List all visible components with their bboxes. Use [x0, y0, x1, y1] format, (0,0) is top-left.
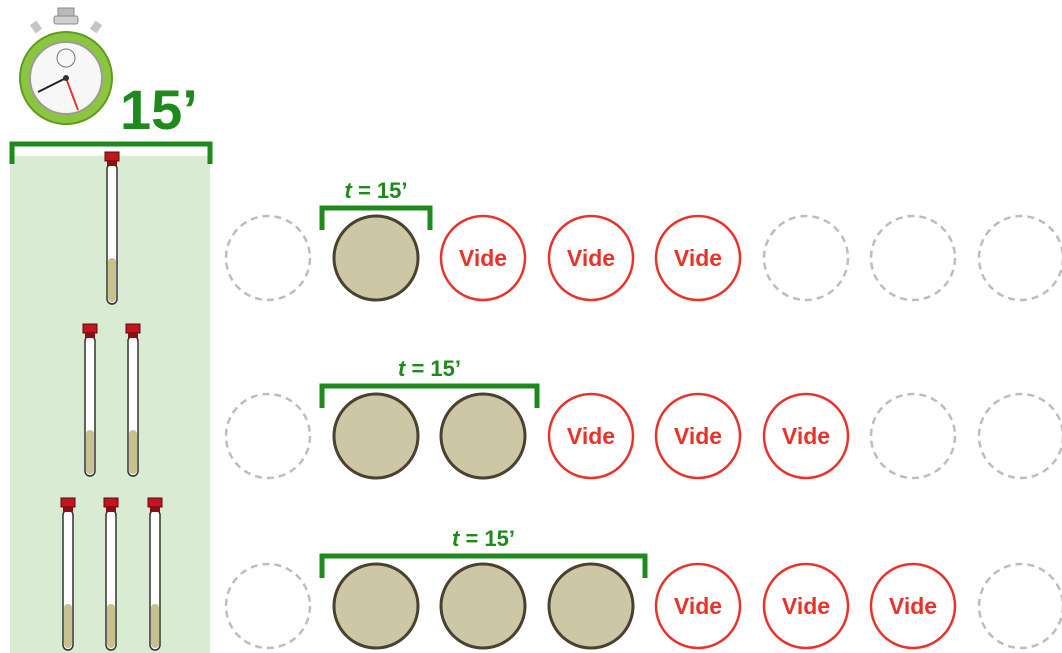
vide-label: Vide	[567, 245, 615, 271]
time-bracket	[319, 383, 540, 408]
panel-bracket	[9, 141, 213, 164]
sample-well	[439, 562, 527, 650]
empty-slot	[224, 562, 312, 650]
empty-slot	[869, 392, 957, 480]
vide-label: Vide	[889, 593, 937, 619]
empty-slot	[977, 214, 1062, 302]
time-label: t = 15’	[398, 356, 461, 381]
empty-slot	[224, 392, 312, 480]
vide-well	[762, 562, 850, 650]
vide-well	[654, 562, 742, 650]
sample-well	[332, 214, 420, 302]
time-label: t = 15’	[345, 178, 408, 203]
stopwatch-icon	[19, 7, 113, 125]
empty-slot	[977, 392, 1062, 480]
empty-slot	[224, 214, 312, 302]
sample-well	[332, 392, 420, 480]
vide-label: Vide	[674, 423, 722, 449]
vide-label: Vide	[459, 245, 507, 271]
test-tube-icon	[60, 497, 76, 651]
vide-label: Vide	[674, 245, 722, 271]
vide-well	[547, 392, 635, 480]
time-bracket	[319, 553, 648, 578]
test-tube-icon	[125, 323, 141, 477]
vide-label: Vide	[782, 423, 830, 449]
test-tube-icon	[82, 323, 98, 477]
sample-well	[332, 562, 420, 650]
vide-well	[439, 214, 527, 302]
vide-label: Vide	[782, 593, 830, 619]
test-tube-icon	[147, 497, 163, 651]
empty-slot	[977, 562, 1062, 650]
vide-label: Vide	[674, 593, 722, 619]
vide-well	[654, 392, 742, 480]
vide-well	[654, 214, 742, 302]
timer-label: 15’	[120, 78, 198, 141]
empty-slot	[762, 214, 850, 302]
empty-slot	[869, 214, 957, 302]
test-tube-icon	[103, 497, 119, 651]
vide-label: Vide	[567, 423, 615, 449]
vide-well	[547, 214, 635, 302]
sample-well	[547, 562, 635, 650]
time-bracket	[319, 205, 433, 230]
test-tube-icon	[104, 151, 120, 305]
vide-well	[869, 562, 957, 650]
sample-well	[439, 392, 527, 480]
vide-well	[762, 392, 850, 480]
time-label: t = 15’	[452, 526, 515, 551]
